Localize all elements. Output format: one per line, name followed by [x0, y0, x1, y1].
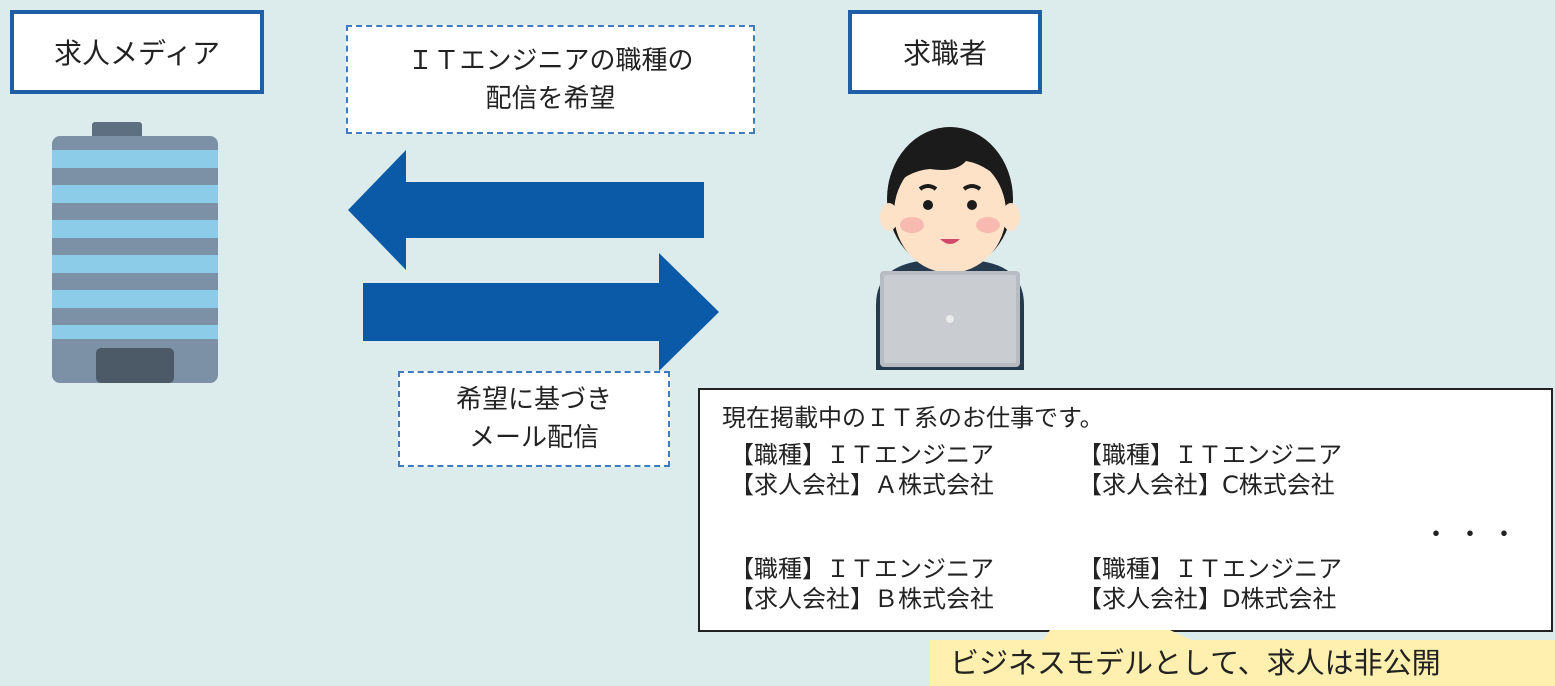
- arrow-right-icon: [363, 253, 719, 371]
- job-role: 【職種】ＩＴエンジニア: [730, 441, 994, 469]
- request-note-line2: 配信を希望: [485, 83, 616, 114]
- job-company: 【求人会社】Ａ株式会社: [730, 471, 994, 499]
- arrow-left-icon: [348, 150, 704, 270]
- job-role: 【職種】ＩＴエンジニア: [730, 555, 994, 583]
- job-listing-heading: 現在掲載中のＩＴ系のお仕事です。: [722, 404, 1104, 432]
- delivery-note-line1: 希望に基づき: [455, 385, 612, 415]
- delivery-note-line2: メール配信: [468, 423, 599, 453]
- media-label: 求人メディア: [10, 10, 264, 94]
- job-company: 【求人会社】D株式会社: [1078, 585, 1337, 613]
- job-role: 【職種】ＩＴエンジニア: [1078, 441, 1342, 469]
- job-role: 【職種】ＩＴエンジニア: [1078, 555, 1342, 583]
- job-company: 【求人会社】C株式会社: [1078, 471, 1335, 499]
- request-note-line1: ＩＴエンジニアの職種の: [407, 45, 694, 76]
- office-building-icon: [52, 122, 218, 383]
- job-company: 【求人会社】Ｂ株式会社: [730, 585, 994, 613]
- request-note: ＩＴエンジニアの職種の 配信を希望: [346, 25, 755, 134]
- job-card: 【職種】ＩＴエンジニア 【求人会社】C株式会社: [1078, 440, 1408, 500]
- job-seeker-person-icon: [876, 127, 1024, 370]
- delivery-note: 希望に基づき メール配信: [398, 371, 670, 467]
- seeker-label-text: 求職者: [902, 37, 987, 70]
- job-card: 【職種】ＩＴエンジニア 【求人会社】Ａ株式会社: [730, 440, 1060, 500]
- more-listings-ellipsis: ・・・: [1422, 520, 1525, 550]
- seeker-label: 求職者: [848, 10, 1042, 94]
- job-listing-message: 現在掲載中のＩＴ系のお仕事です。 【職種】ＩＴエンジニア 【求人会社】Ａ株式会社…: [698, 388, 1553, 632]
- media-label-text: 求人メディア: [53, 37, 221, 70]
- job-card: 【職種】ＩＴエンジニア 【求人会社】Ｂ株式会社: [730, 554, 1060, 614]
- footer-note: ビジネスモデルとして、求人は非公開: [930, 640, 1555, 686]
- job-card: 【職種】ＩＴエンジニア 【求人会社】D株式会社: [1078, 554, 1408, 614]
